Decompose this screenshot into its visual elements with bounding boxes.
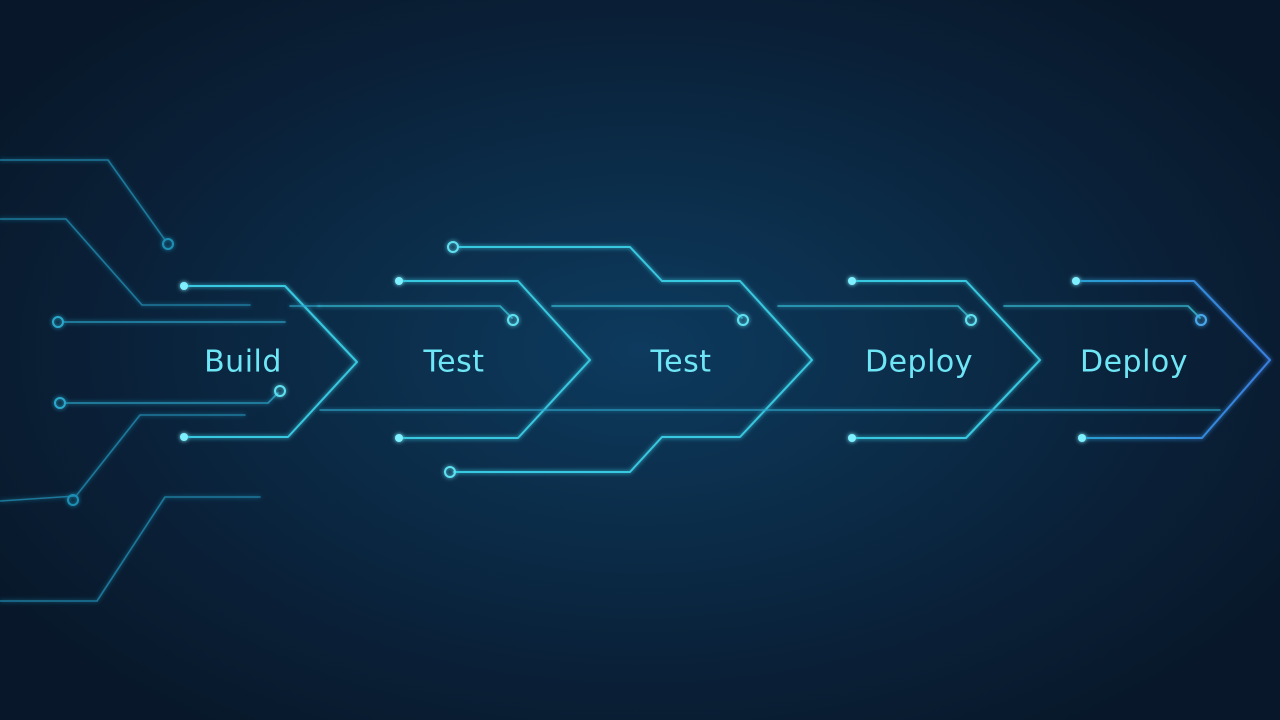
stage-test-2-bracket [453, 246, 813, 473]
stage-deploy-1-outline [851, 280, 1041, 439]
lead-trace [0, 159, 166, 241]
stage-node-dot [180, 433, 188, 441]
stage-chevrons [180, 241, 1271, 478]
stage-node-dot [395, 434, 403, 442]
lead-trace [0, 218, 251, 306]
stage-deploy-2-outline [1075, 280, 1271, 439]
stage-test-2-inner-trace [551, 305, 743, 319]
stage-label-test-2: Test [649, 345, 711, 380]
stage-test-1-outline [398, 280, 591, 439]
stage-node-dot [848, 277, 856, 285]
trace-node [162, 238, 174, 250]
trace-node [52, 316, 64, 328]
stage-node-dot [1072, 277, 1080, 285]
stage-node-dot [180, 282, 188, 290]
stage-test-1-inner-trace [317, 305, 513, 319]
stage-node-ring [444, 466, 456, 478]
stage-label-build: Build [204, 345, 282, 380]
lead-trace [65, 392, 279, 404]
trace-node [54, 397, 66, 409]
circuit-lead-in [0, 159, 286, 602]
stage-label-deploy-1: Deploy [865, 345, 973, 380]
stage-deploy-2-inner-trace [1003, 305, 1201, 319]
stage-deploy-1-inner-trace [777, 305, 971, 319]
stage-node-ring [274, 385, 286, 397]
stage-node-ring [447, 241, 459, 253]
stage-label-deploy-2: Deploy [1080, 345, 1188, 380]
stage-label-test-1: Test [422, 345, 484, 380]
stage-node-ring [1195, 314, 1207, 326]
stage-node-ring [507, 314, 519, 326]
trace-node [67, 494, 79, 506]
stage-node-dot [848, 434, 856, 442]
stage-node-ring [737, 314, 749, 326]
lead-trace [0, 414, 246, 502]
stage-node-dot [395, 277, 403, 285]
stage-node-ring [965, 314, 977, 326]
stage-build-outline [183, 285, 358, 438]
stage-node-dot [1078, 434, 1086, 442]
lead-trace [0, 496, 261, 602]
pipeline-baseline [289, 305, 1221, 411]
stage-labels: Build Test Test Deploy Deploy [204, 345, 1188, 380]
